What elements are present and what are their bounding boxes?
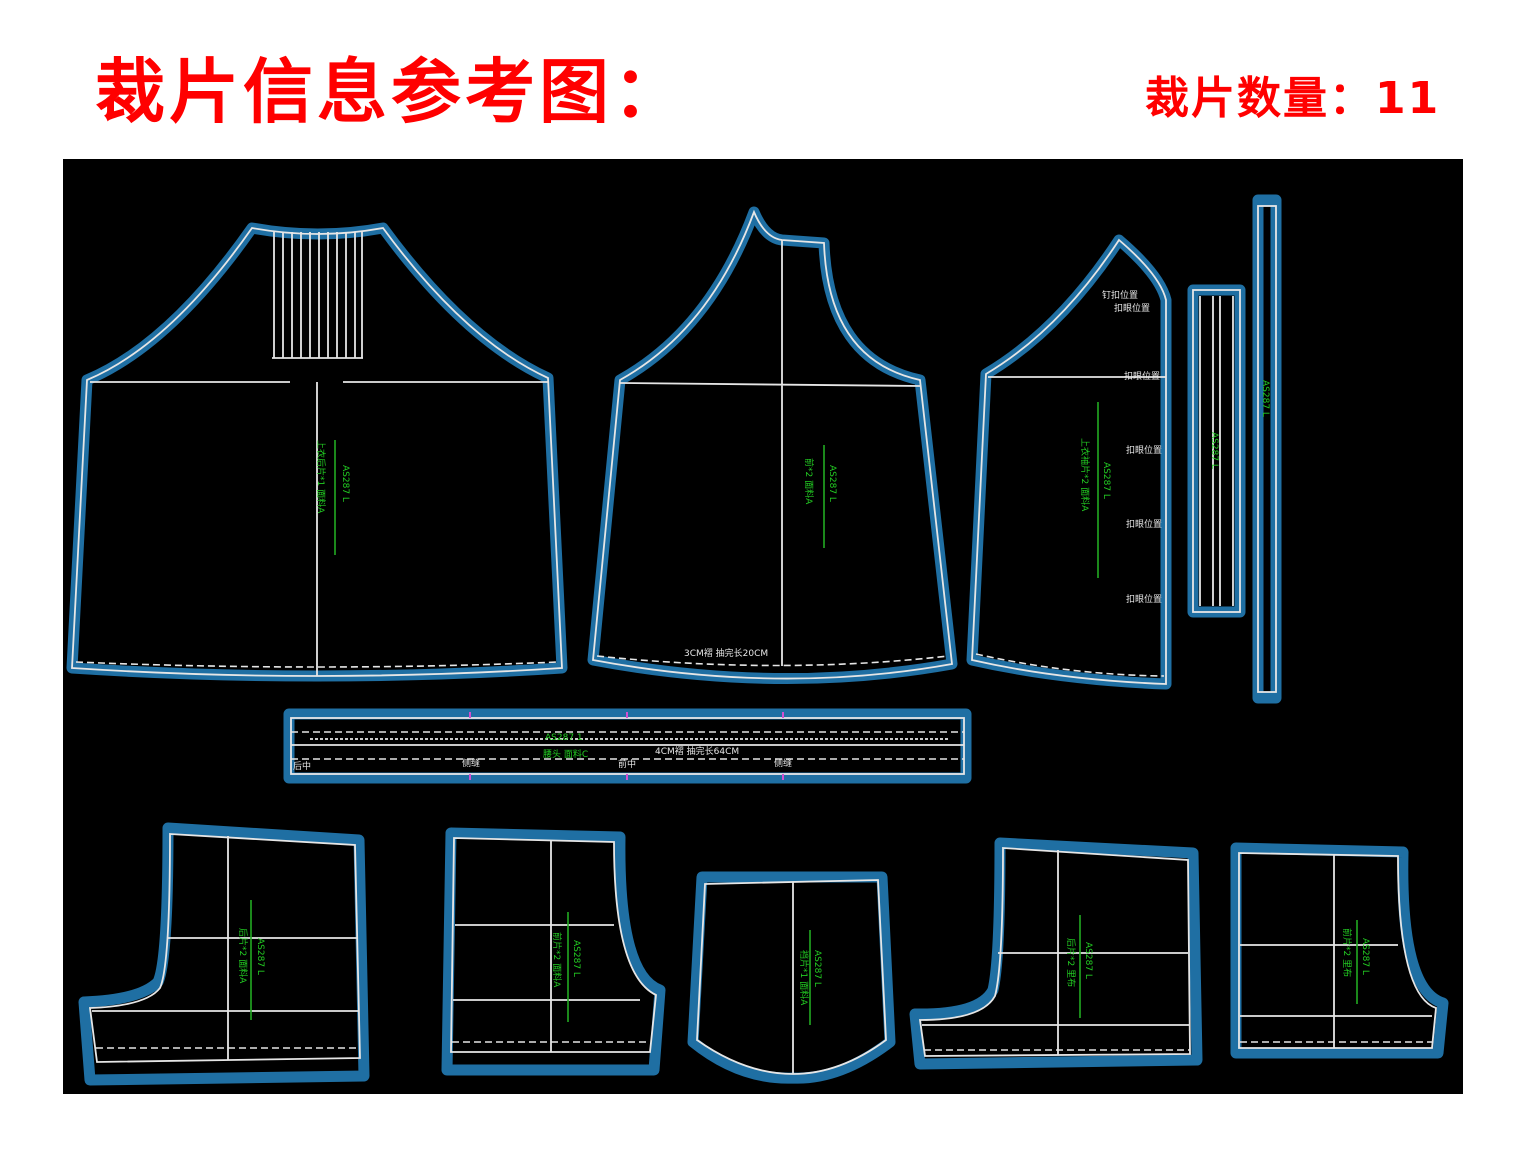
waistband-mark: 侧缝 xyxy=(462,757,480,769)
placket-code: AS287 L xyxy=(1209,432,1219,469)
back-name: 上衣后片*1 面料A xyxy=(315,440,327,514)
waistband-code: AS287 1 xyxy=(545,733,583,743)
waistband-mark: 后中 xyxy=(293,760,311,772)
piece-short-front: AS287 L 前片*2 面料A xyxy=(441,827,666,1076)
piece-front: AS287 L 前*2 面料A 3CM褶 抽完长20CM xyxy=(587,206,958,685)
sleeve-mark: 扣眼位置 xyxy=(1126,444,1162,456)
short1-name: 后片*2 面料A xyxy=(237,928,249,984)
short4-code: AS287 L xyxy=(1083,942,1093,979)
strip-code: AS287 L xyxy=(1260,380,1270,417)
sleeve-name: 上衣袖片*2 面料A xyxy=(1079,438,1091,512)
short5-code: AS287 L xyxy=(1360,938,1370,975)
front-code: AS287 L xyxy=(827,465,837,502)
page-title: 裁片信息参考图： xyxy=(95,51,687,133)
piece-placket: AS287 L xyxy=(1187,284,1246,618)
piece-sleeve: AS287 L 上衣袖片*2 面料A 钉扣位置 扣眼位置 扣眼位置 扣眼位置 扣… xyxy=(966,234,1172,690)
waistband-mark: 前中 xyxy=(618,758,636,770)
piece-back: AS287 L 上衣后片*1 面料A xyxy=(66,222,568,682)
piece-short-back-lining: AS287 L 后片*2 里布 xyxy=(909,837,1203,1070)
piece-short-crotch: AS287 L 裆片*1 面料A xyxy=(687,871,896,1084)
piece-strip: AS287 L xyxy=(1252,194,1282,704)
waistband-name: 腰头 面料C xyxy=(543,748,588,760)
short5-name: 前片*2 里布 xyxy=(1341,928,1353,977)
short2-code: AS287 L xyxy=(571,940,581,977)
sleeve-mark: 扣眼位置 xyxy=(1114,302,1150,314)
sleeve-mark: 扣眼位置 xyxy=(1126,518,1162,530)
back-code: AS287 L xyxy=(340,465,350,502)
sleeve-code: AS287 L xyxy=(1101,462,1111,499)
short2-name: 前片*2 面料A xyxy=(551,932,563,988)
short4-name: 后片*2 里布 xyxy=(1065,938,1077,987)
piece-short-back: AS287 L 后片*2 面料A xyxy=(78,822,370,1086)
short3-code: AS287 L xyxy=(812,950,822,987)
piece-count: 裁片数量：11 xyxy=(1145,73,1441,124)
waistband-mark: 侧缝 xyxy=(774,757,792,769)
piece-short-front-lining: AS287 L 前片*2 里布 xyxy=(1230,842,1449,1059)
pattern-canvas: AS287 L 上衣后片*1 面料A AS287 L 前*2 面料A 3CM褶 … xyxy=(63,159,1463,1094)
waistband-note: 4CM褶 抽完长64CM xyxy=(655,745,739,757)
sleeve-mark: 扣眼位置 xyxy=(1124,370,1160,382)
piece-waistband: AS287 1 腰头 面料C 4CM褶 抽完长64CM 后中 侧缝 前中 侧缝 xyxy=(283,708,972,784)
front-name: 前*2 面料A xyxy=(803,458,815,505)
short1-code: AS287 L xyxy=(255,938,265,975)
sleeve-mark: 扣眼位置 xyxy=(1126,593,1162,605)
front-note: 3CM褶 抽完长20CM xyxy=(684,647,768,659)
sleeve-mark: 钉扣位置 xyxy=(1102,289,1138,301)
short3-name: 裆片*1 面料A xyxy=(798,950,810,1006)
